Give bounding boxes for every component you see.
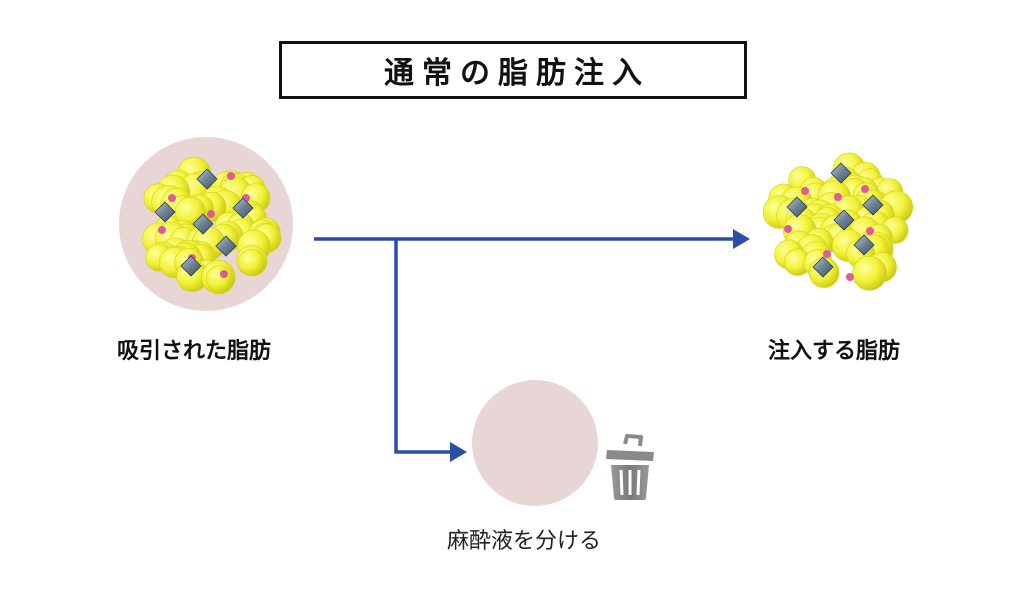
injected-fat-cluster bbox=[762, 152, 913, 291]
pink-dot bbox=[861, 185, 869, 193]
pink-dot bbox=[866, 227, 874, 235]
flow-arrows bbox=[314, 229, 750, 462]
fat-cell bbox=[238, 249, 266, 276]
aspirated-fat-cluster bbox=[119, 137, 293, 311]
stem-cell-diamond bbox=[196, 168, 218, 190]
pink-dot bbox=[834, 193, 842, 201]
pink-dot bbox=[784, 225, 792, 233]
page-title: 通常の脂肪注入 bbox=[384, 56, 650, 91]
stem-cell-diamond bbox=[192, 213, 214, 235]
branch-arrow-head bbox=[450, 442, 467, 462]
title-box: 通常の脂肪注入 bbox=[279, 41, 747, 99]
stem-cell-diamond bbox=[833, 209, 855, 231]
fat-cell bbox=[852, 255, 887, 291]
fat-cell bbox=[206, 265, 234, 293]
stem-cell-diamond bbox=[812, 256, 834, 278]
fat-cells-left bbox=[142, 156, 282, 295]
stem-cell-diamond bbox=[154, 201, 176, 223]
stem-cell-diamond bbox=[862, 194, 884, 216]
stem-cell-diamond bbox=[786, 196, 808, 218]
pink-dot bbox=[801, 187, 809, 195]
pink-dot bbox=[168, 194, 176, 202]
pink-dot bbox=[846, 273, 854, 281]
pink-dot bbox=[220, 270, 228, 278]
stem-cell-diamond bbox=[830, 162, 852, 184]
stem-cell-diamond bbox=[853, 234, 875, 256]
pink-dot bbox=[227, 172, 235, 180]
aspirated-fat-label: 吸引された脂肪 bbox=[117, 339, 272, 364]
stem-cell-diamond bbox=[232, 197, 254, 219]
injected-fat-label: 注入する脂肪 bbox=[768, 339, 901, 364]
separated-fluid-circle bbox=[472, 380, 598, 506]
pink-dot bbox=[823, 250, 831, 258]
pink-dot bbox=[207, 210, 215, 218]
trash-can-icon bbox=[606, 434, 654, 500]
stem-cell-diamond bbox=[215, 235, 237, 257]
separated-anesthetic-label: 麻酔液を分ける bbox=[447, 529, 602, 554]
stem-cell-diamond bbox=[180, 255, 202, 277]
main-arrow-head bbox=[733, 229, 750, 249]
pink-dot bbox=[158, 226, 166, 234]
